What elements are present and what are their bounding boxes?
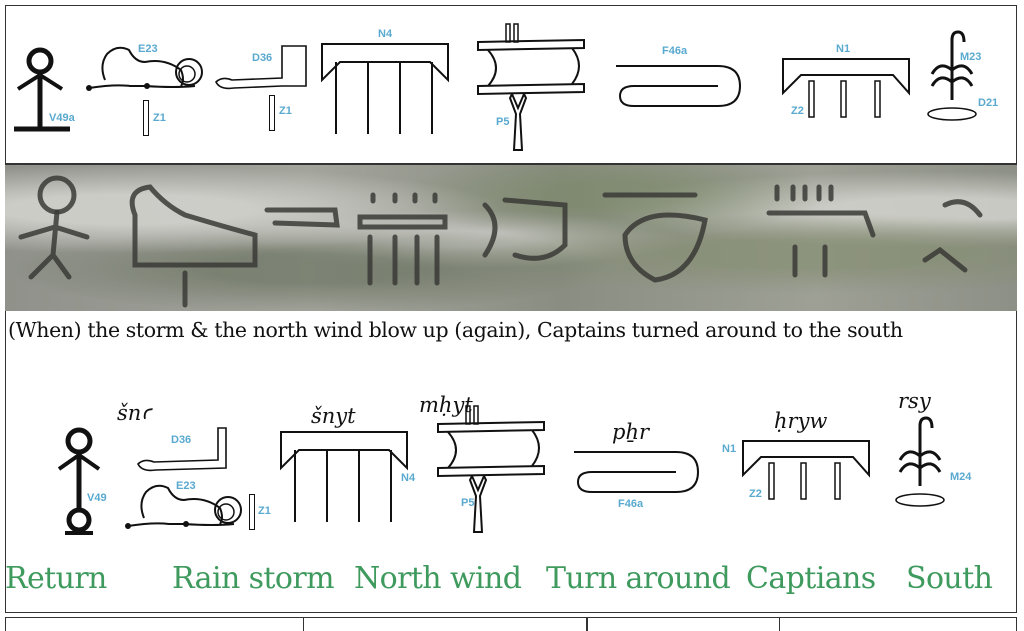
- code-z2-b: Z2: [749, 488, 762, 500]
- table-divider: [779, 617, 780, 631]
- code-d21: D21: [978, 97, 999, 109]
- gloss-south: South: [906, 561, 993, 596]
- f46a-intestine-glyph: [616, 65, 742, 107]
- code-v49: V49: [87, 492, 107, 504]
- code-v49a: V49a: [49, 112, 75, 124]
- v49a-glyph: [14, 47, 70, 132]
- n1-sky-glyph: [742, 440, 870, 500]
- code-p5: P5: [496, 116, 510, 128]
- gloss-north-wind: North wind: [354, 561, 522, 596]
- gloss-rain-storm: Rain storm: [172, 561, 335, 596]
- table-divider: [303, 617, 304, 631]
- d36-arm-glyph: [215, 45, 307, 90]
- translit-rsy: rsy: [898, 389, 931, 413]
- code-d36-b: D36: [171, 434, 192, 446]
- code-n4: N4: [378, 28, 393, 40]
- code-z1-b: Z1: [279, 105, 292, 117]
- v49-glyph: [57, 427, 101, 535]
- gloss-captains: Captians: [746, 561, 876, 596]
- code-n4-b: N4: [401, 472, 416, 484]
- code-z2: Z2: [791, 105, 804, 117]
- code-n1: N1: [836, 43, 851, 55]
- translit-hryw: ḥryw: [774, 409, 828, 433]
- table-divider: [1016, 617, 1017, 631]
- stone-carvings: [18, 175, 983, 308]
- stone-inscription-photo: [5, 163, 1017, 315]
- code-e23: E23: [138, 43, 158, 55]
- table-divider: [586, 617, 588, 631]
- translit-snyt: šnyt: [311, 404, 356, 428]
- d36-arm-glyph: [137, 427, 227, 472]
- translit-mhyt: mḥyt: [419, 393, 473, 417]
- gloss-return: Return: [5, 561, 107, 596]
- p5-sail-glyph: [437, 405, 545, 533]
- code-f46a-b: F46a: [618, 498, 644, 510]
- code-e23-b: E23: [176, 480, 196, 492]
- code-p5-b: P5: [461, 497, 475, 509]
- translit-sn: šnꜥ: [117, 401, 152, 425]
- e23-lion-glyph: [125, 484, 242, 529]
- translit-phr: pẖr: [612, 420, 650, 444]
- table-divider: [5, 617, 6, 631]
- f46a-intestine-glyph: [574, 451, 700, 493]
- p5-sail-glyph: [477, 23, 585, 151]
- n4-sky-rain-glyph: [280, 431, 408, 522]
- code-f46a: F46a: [662, 45, 688, 57]
- code-z1-a: Z1: [153, 112, 166, 124]
- code-m24: M24: [950, 471, 972, 483]
- z1-stroke-glyph: [143, 100, 149, 136]
- e23-lion-glyph: [86, 46, 203, 91]
- n1-sky-glyph: [782, 58, 910, 118]
- m24-sedge-glyph: [895, 416, 945, 507]
- z1-stroke-glyph: [249, 494, 255, 530]
- code-n1-b: N1: [722, 443, 737, 455]
- code-m23: M23: [960, 51, 982, 63]
- gloss-turn-around: Turn around: [546, 561, 731, 596]
- n4-sky-rain-glyph: [321, 43, 449, 134]
- code-z1-c: Z1: [258, 505, 271, 517]
- z1-stroke-glyph: [269, 95, 275, 131]
- table-bottom-rule: [5, 617, 1017, 618]
- translation-sentence: (When) the storm & the north wind blow u…: [8, 318, 903, 342]
- code-d36: D36: [252, 52, 273, 64]
- m23-sedge-glyph: [927, 30, 977, 121]
